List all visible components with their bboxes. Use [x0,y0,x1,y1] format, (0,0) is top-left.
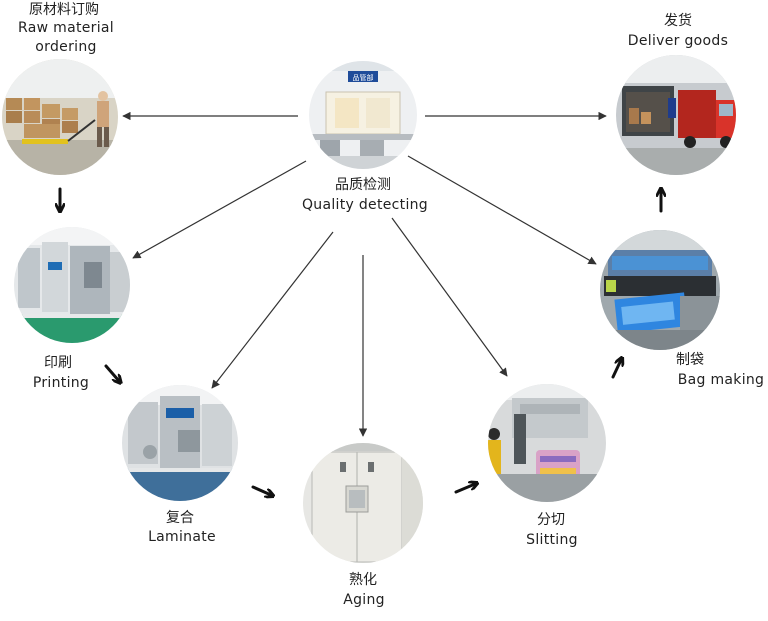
label-slitting: 分切 Slitting [526,512,578,548]
label-quality: 品质检测 Quality detecting [302,177,428,213]
arrow-slitting-to-bag [611,360,621,379]
label-aging: 熟化 Aging [343,572,385,608]
deliver-photo [616,55,736,175]
quality-arrows [122,111,607,437]
deliver-en: Deliver goods [628,33,728,49]
quality-photo: 品管部 [309,61,417,169]
laminate-zh: 复合 [166,509,194,526]
arrow-printing-to-laminate [104,364,119,381]
label-deliver: 发货 Deliver goods [628,12,728,49]
deliver-zh: 发货 [664,12,692,29]
label-bag: 制袋 Bag making [676,352,764,388]
printing-zh: 印刷 [44,355,72,371]
printing-en: Printing [33,375,89,391]
laminate-en: Laminate [148,529,216,545]
arrow-qc-to-laminate [211,231,334,389]
label-laminate: 复合 Laminate [148,509,216,545]
printing-photo [14,227,130,343]
arrow-qc-to-slitting [391,217,508,377]
aging-zh: 熟化 [349,572,377,588]
bag-en: Bag making [678,372,765,388]
aging-photo [303,443,423,563]
raw-material-en-line1: Raw material [18,20,114,36]
bag-zh: 制袋 [676,352,704,368]
quality-sign-text: 品管部 [353,73,374,82]
arrow-laminate-to-aging [251,485,271,495]
slitting-en: Slitting [526,532,578,548]
raw-material-en-line2: ordering [35,39,96,55]
arrow-qc-to-bag [407,155,597,265]
arrow-aging-to-slitting [454,484,475,494]
label-raw-material: 原材料订购 Raw material ordering [18,2,114,55]
laminate-photo [122,385,238,501]
raw-material-photo [2,59,118,175]
quality-zh: 品质检测 [335,177,391,193]
bag-making-photo [600,230,720,350]
flow-arrows [60,189,661,495]
arrow-qc-to-printing [132,160,307,259]
raw-material-zh: 原材料订购 [29,2,99,18]
quality-en: Quality detecting [302,197,428,213]
slitting-zh: 分切 [537,512,565,528]
slitting-photo [488,384,606,502]
aging-en: Aging [343,592,385,608]
label-printing: 印刷 Printing [33,355,89,391]
